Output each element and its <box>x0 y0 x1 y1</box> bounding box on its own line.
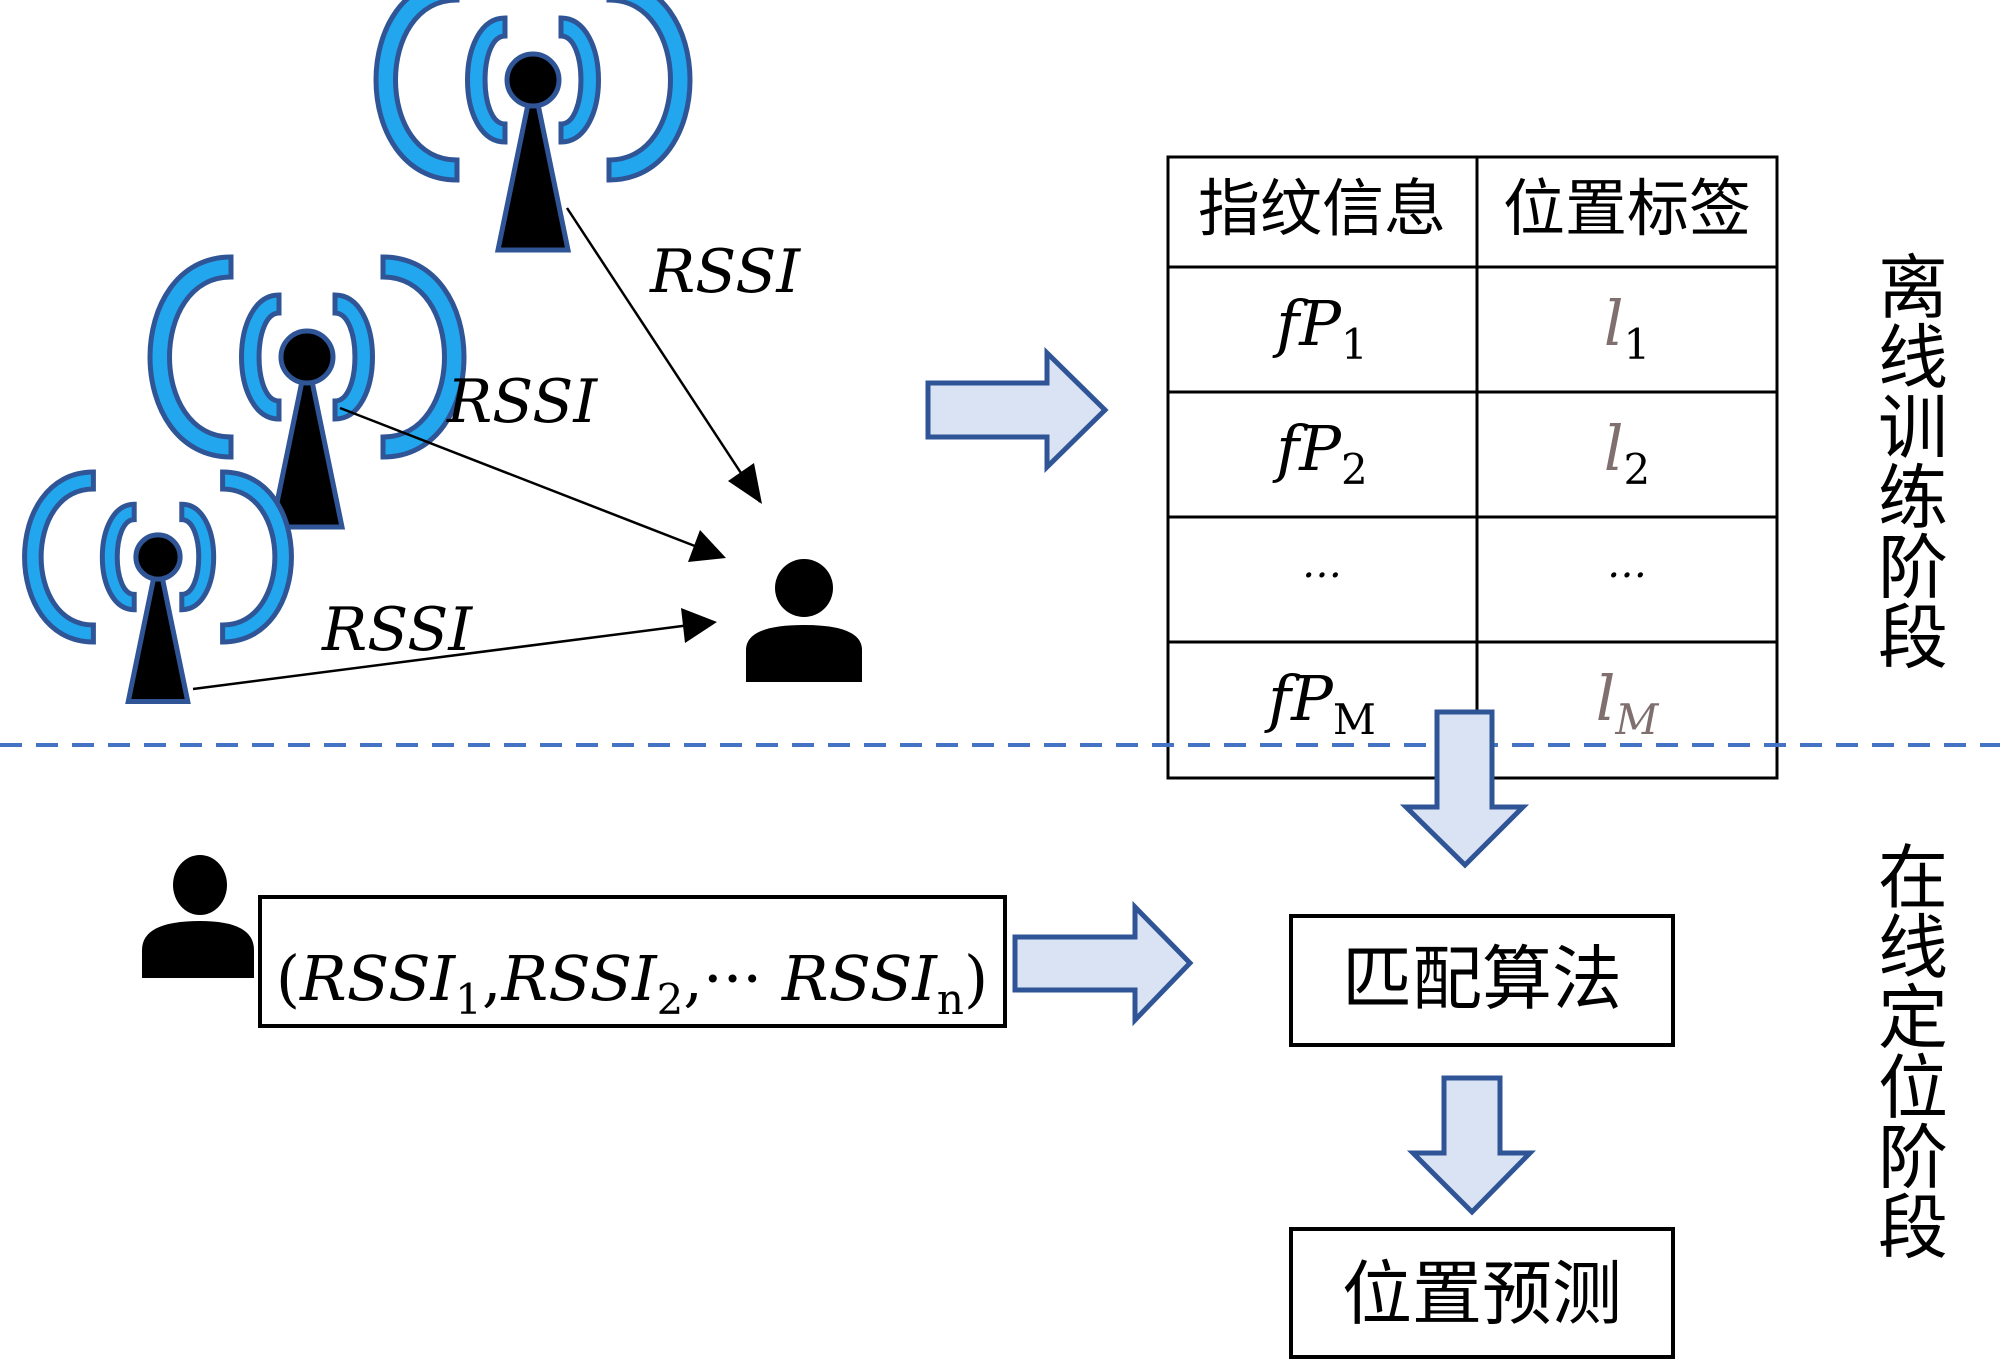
signal-arrow-3 <box>192 623 691 691</box>
antenna-mast-icon <box>494 79 572 253</box>
table-header-fingerprint: 指纹信息 <box>1198 172 1446 245</box>
fingerprint-cell: fP1 <box>1272 287 1367 369</box>
matching-algorithm-box: 匹配算法 <box>1289 914 1675 1047</box>
location-label-cell: lM <box>1596 662 1660 744</box>
rssi-label-3: RSSI <box>321 595 473 665</box>
antenna-head-icon <box>504 51 562 109</box>
stage-label-offline: 离线训练阶段 <box>1878 247 1948 679</box>
signal-wave-icon <box>373 0 460 183</box>
fingerprint-cell: … <box>1302 541 1342 587</box>
signal-wave-icon <box>332 292 375 422</box>
location-label-cell: … <box>1607 541 1647 587</box>
rssi-label-2: RSSI <box>446 367 598 437</box>
block-arrow-right-1 <box>925 347 1109 473</box>
block-arrow-down-1 <box>1399 709 1530 869</box>
signal-wave-icon <box>465 15 508 145</box>
location-label-cell: l1 <box>1604 287 1651 369</box>
matching-algorithm-label: 匹配算法 <box>1342 938 1622 1020</box>
table-row: fPM lM <box>1264 662 1659 744</box>
block-arrow-right-2 <box>1012 900 1194 1027</box>
signal-wave-icon <box>22 469 96 645</box>
table-row: fP1 l1 <box>1272 287 1650 369</box>
table-row: fP2 l2 <box>1272 412 1650 494</box>
fingerprint-cell: fP2 <box>1272 412 1367 494</box>
signal-wave-icon <box>99 501 137 613</box>
signal-wave-icon <box>606 0 693 183</box>
user-icon <box>746 559 862 682</box>
access-point-icon-1 <box>373 0 693 253</box>
signal-wave-icon <box>147 254 234 460</box>
access-points <box>22 0 693 704</box>
access-point-icon-3 <box>22 469 294 704</box>
fingerprint-cell: fPM <box>1264 662 1376 744</box>
antenna-mast-icon <box>125 556 191 704</box>
stage-label-online: 在线定位阶段 <box>1878 837 1948 1269</box>
position-prediction-label: 位置预测 <box>1342 1253 1622 1335</box>
signal-arrows <box>192 207 762 691</box>
antenna-head-icon <box>278 328 336 386</box>
signal-wave-icon <box>179 501 217 613</box>
position-prediction-box: 位置预测 <box>1289 1227 1675 1359</box>
rssi-vector-text: (RSSI1,RSSI2,··· RSSIn) <box>276 942 988 1024</box>
signal-arrowhead-2 <box>688 530 726 562</box>
signal-arrow-1 <box>565 207 762 503</box>
rssi-vector-box: (RSSI1,RSSI2,··· RSSIn) <box>258 895 1007 1028</box>
signal-arrowhead-1 <box>728 463 762 504</box>
access-point-icon-2 <box>147 254 467 530</box>
rssi-label-1: RSSI <box>649 237 801 307</box>
antenna-mast-icon <box>268 356 346 530</box>
signal-arrow-2 <box>339 406 701 550</box>
online-user-icon <box>142 855 254 978</box>
antenna-head-icon <box>133 532 183 582</box>
signal-wave-icon <box>380 254 467 460</box>
signal-wave-icon <box>239 292 282 422</box>
table-header-location: 位置标签 <box>1503 172 1751 245</box>
signal-wave-icon <box>558 15 601 145</box>
block-arrow-down-2 <box>1406 1075 1536 1216</box>
table-row: …… <box>1302 541 1647 587</box>
signal-wave-icon <box>220 469 294 645</box>
location-label-cell: l2 <box>1604 412 1651 494</box>
signal-arrowhead-3 <box>681 608 717 643</box>
